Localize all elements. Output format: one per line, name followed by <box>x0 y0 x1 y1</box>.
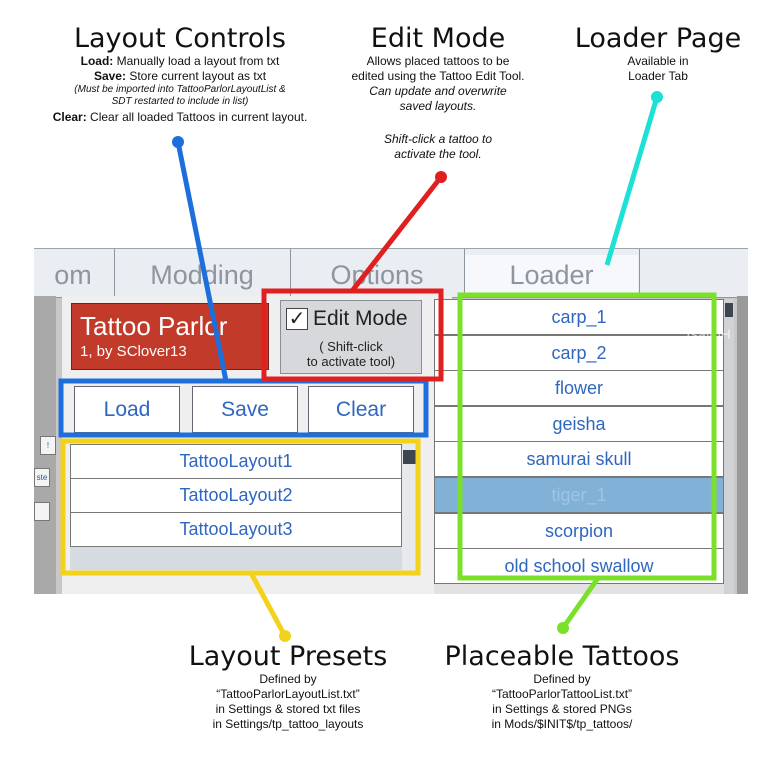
layout-presets-line3: in Settings & stored txt files <box>215 702 361 716</box>
layout-presets-line2: “TattooParlorLayoutList.txt” <box>216 687 360 701</box>
load-term: Load: <box>80 54 114 68</box>
layout-presets-line1: Defined by <box>259 672 317 686</box>
background-ghost-text: TsavoH <box>684 326 731 342</box>
clear-term: Clear: <box>52 110 87 124</box>
save-note-line2: SDT restarted to include in list) <box>111 96 249 107</box>
strip-button[interactable]: ste <box>34 468 50 487</box>
edit-mode-hint: ( Shift-click to activate tool) <box>281 339 421 369</box>
layout-presets-annotation: Layout Presets Defined by “TattooParlorL… <box>170 642 406 732</box>
tattoo-item[interactable]: flower <box>434 370 724 406</box>
layout-controls-heading: Layout Controls <box>73 23 287 54</box>
edit-mode-hint-line2: to activate tool) <box>306 354 396 369</box>
left-side-panel: ! ste <box>34 296 56 594</box>
edit-mode-line4: saved layouts. <box>399 99 477 113</box>
load-desc: Manually load a layout from txt <box>113 54 280 68</box>
placeable-tattoos-line2: “TattooParlorTattooList.txt” <box>491 687 633 701</box>
tattoo-scrollbar[interactable] <box>724 299 734 594</box>
save-button[interactable]: Save <box>192 386 298 433</box>
save-term: Save: <box>93 69 126 83</box>
edit-mode-dot <box>435 171 447 183</box>
placeable-tattoos-line3: in Settings & stored PNGs <box>492 702 632 716</box>
tab-loader[interactable]: Loader <box>465 255 638 295</box>
right-side-panel <box>737 296 748 594</box>
strip-button[interactable]: ! <box>40 436 56 455</box>
tattoo-item[interactable]: old school swallow <box>434 548 724 584</box>
strip-button[interactable] <box>34 502 50 521</box>
tattoo-item[interactable]: scorpion <box>434 513 724 549</box>
layout-controls-annotation: Layout Controls Load: Manually load a la… <box>10 24 350 125</box>
layout-presets-line4: in Settings/tp_tattoo_layouts <box>212 717 364 731</box>
preset-item[interactable]: TattooLayout1 <box>70 444 402 479</box>
edit-mode-line2: edited using the Tattoo Edit Tool. <box>351 69 525 83</box>
edit-mode-label: Edit Mode <box>313 307 408 330</box>
mod-title-box: Tattoo Parlor 1, by SClover13 <box>71 303 269 370</box>
edit-mode-hint-line1: ( Shift-click <box>319 339 383 354</box>
preset-item[interactable]: TattooLayout2 <box>70 478 402 513</box>
clear-desc: Clear all loaded Tattoos in current layo… <box>86 110 308 124</box>
edit-mode-heading: Edit Mode <box>370 23 506 54</box>
loader-page-line2: Loader Tab <box>628 69 688 83</box>
loader-page-heading: Loader Page <box>574 23 742 54</box>
load-button[interactable]: Load <box>74 386 180 433</box>
loader-page-dot <box>651 91 663 103</box>
tattoo-item[interactable]: samurai skull <box>434 441 724 477</box>
tab-modding[interactable]: Modding <box>150 260 254 290</box>
loader-page-leader <box>604 96 660 266</box>
layout-controls-dot <box>172 136 184 148</box>
save-note-line1: (Must be imported into TattooParlorLayou… <box>74 84 286 95</box>
edit-mode-line5: Shift-click a tattoo to <box>383 132 493 146</box>
tab-divider <box>639 249 640 297</box>
placeable-tattoos-line1: Defined by <box>533 672 591 686</box>
edit-mode-line1: Allows placed tattoos to be <box>366 54 510 68</box>
presets-scroll-thumb[interactable] <box>403 450 417 464</box>
loader-page-annotation: Loader Page Available in Loader Tab <box>560 24 756 84</box>
tattoo-scroll-thumb[interactable] <box>725 303 733 317</box>
layout-presets-heading: Layout Presets <box>188 641 388 672</box>
tattoo-item[interactable]: carp_2 <box>434 335 724 371</box>
preset-item[interactable]: TattooLayout3 <box>70 512 402 547</box>
tattoo-item[interactable]: carp_1 <box>434 299 724 335</box>
edit-mode-line6: activate the tool. <box>394 147 482 161</box>
placeable-tattoos-line4: in Mods/$INIT$/tp_tattoos/ <box>491 717 633 731</box>
clear-description: Clear: Clear all loaded Tattoos in curre… <box>10 110 350 125</box>
tab-partial[interactable]: om <box>54 260 92 290</box>
loader-page-line1: Available in <box>627 54 689 68</box>
layout-presets-list: TattooLayout1 TattooLayout2 TattooLayout… <box>70 444 418 570</box>
edit-mode-line3: Can update and overwrite <box>369 84 507 98</box>
placeable-tattoos-annotation: Placeable Tattoos Defined by “TattooParl… <box>430 642 694 732</box>
tattoo-item[interactable]: geisha <box>434 406 724 442</box>
tab-options[interactable]: Options <box>330 260 424 290</box>
tab-divider <box>114 249 115 297</box>
load-description: Load: Manually load a layout from txt <box>10 54 350 69</box>
game-screenshot: om Modding Options Loader ! ste Tattoo P… <box>34 248 748 594</box>
clear-button[interactable]: Clear <box>308 386 414 433</box>
edit-mode-annotation: Edit Mode Allows placed tattoos to be ed… <box>320 24 556 162</box>
edit-mode-toggle[interactable]: ✓ Edit Mode ( Shift-click to activate to… <box>280 300 422 374</box>
tattoo-list: carp_1 carp_2 flower geisha samurai skul… <box>434 299 734 594</box>
mod-title: Tattoo Parlor <box>80 311 228 341</box>
placeable-tattoos-dot <box>557 622 569 634</box>
tab-divider <box>290 249 291 297</box>
placeable-tattoos-heading: Placeable Tattoos <box>444 641 680 672</box>
tattoo-item-selected[interactable]: tiger_1 <box>434 477 724 513</box>
edit-mode-checkbox[interactable]: ✓ <box>286 308 308 330</box>
tab-bar: om Modding Options Loader <box>34 248 748 298</box>
save-description: Save: Store current layout as txt <box>10 69 350 84</box>
tab-divider <box>464 249 465 297</box>
save-desc: Store current layout as txt <box>125 69 267 83</box>
mod-version-author: 1, by SClover13 <box>80 343 187 360</box>
